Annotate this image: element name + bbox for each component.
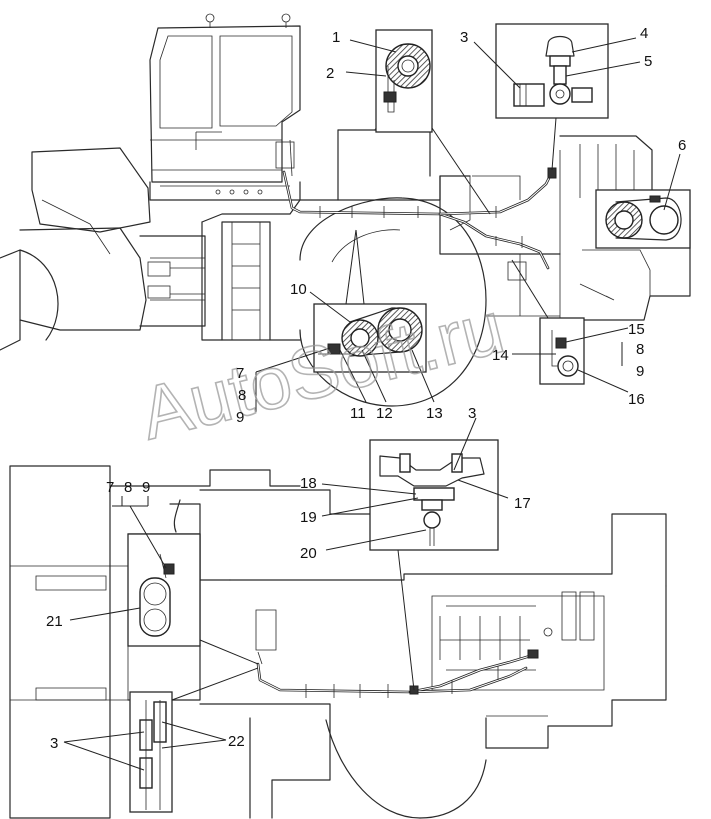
callout-leaders xyxy=(63,37,681,771)
callout-8-left: 8 xyxy=(238,387,246,404)
callout-17: 17 xyxy=(514,495,531,512)
callout-13: 13 xyxy=(426,405,443,422)
callout-3-bottom: 3 xyxy=(50,735,58,752)
detail-panel-14-16 xyxy=(539,317,585,385)
callout-8-right: 8 xyxy=(636,341,644,358)
callout-9-bottom: 9 xyxy=(142,479,150,496)
callout-3-mid: 3 xyxy=(468,405,476,422)
side-view xyxy=(0,13,691,407)
callout-11: 11 xyxy=(350,405,366,422)
callout-2: 2 xyxy=(326,65,334,82)
ladder xyxy=(221,221,271,341)
callout-9-left: 9 xyxy=(236,409,244,426)
callout-20: 20 xyxy=(300,545,317,562)
callout-16: 16 xyxy=(628,391,645,408)
bucket-arm xyxy=(31,147,151,233)
callout-1: 1 xyxy=(332,29,340,46)
callout-labels: 1 2 3 4 5 6 7 8 9 10 11 12 13 3 14 15 8 … xyxy=(46,25,686,752)
callout-8-bottom: 8 xyxy=(124,479,132,496)
callout-22: 22 xyxy=(228,733,245,750)
front-wheel-outline xyxy=(9,465,111,819)
callout-4: 4 xyxy=(640,25,648,42)
callout-19: 19 xyxy=(300,509,317,526)
callout-7-left: 7 xyxy=(236,365,244,382)
callout-15: 15 xyxy=(628,321,645,338)
callout-6: 6 xyxy=(678,137,686,154)
callout-9-right: 9 xyxy=(636,363,644,380)
callout-18: 18 xyxy=(300,475,317,492)
cab-outline xyxy=(149,25,301,183)
hose-line-plan xyxy=(256,654,532,694)
callout-3-top: 3 xyxy=(460,29,468,46)
callout-21: 21 xyxy=(46,613,63,630)
callout-12: 12 xyxy=(376,405,393,422)
callout-10: 10 xyxy=(290,281,307,298)
plan-view xyxy=(9,439,667,819)
callout-14: 14 xyxy=(492,347,509,364)
rear-wheel xyxy=(299,197,487,407)
callout-5: 5 xyxy=(644,53,652,70)
callout-7-bottom: 7 xyxy=(106,479,114,496)
